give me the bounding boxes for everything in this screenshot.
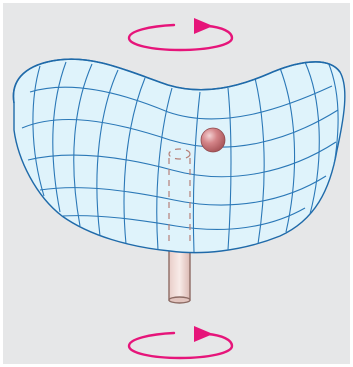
bottom-arrow-head bbox=[194, 326, 213, 342]
top-rotation-arrow bbox=[127, 18, 234, 52]
grid-line bbox=[61, 207, 306, 230]
grid-line bbox=[192, 91, 201, 253]
bowl-rim bbox=[12, 58, 341, 104]
grid-line bbox=[73, 63, 93, 227]
grid-line bbox=[32, 65, 45, 197]
bottom-rotation-arrow bbox=[127, 326, 234, 360]
bottom-arrow-loop bbox=[127, 331, 234, 360]
grid-line bbox=[21, 109, 339, 148]
top-arrow-head bbox=[194, 18, 213, 34]
grid-line bbox=[227, 87, 232, 251]
grid-line bbox=[156, 87, 173, 251]
grid-line bbox=[254, 77, 265, 245]
spindle-hidden-top bbox=[168, 148, 191, 160]
grid-line bbox=[39, 175, 327, 206]
grid-line bbox=[27, 141, 337, 178]
spindle-hidden-part bbox=[168, 148, 191, 244]
grid-line bbox=[304, 61, 320, 215]
bowl-surface bbox=[12, 58, 346, 254]
grid-line bbox=[123, 77, 146, 245]
ball bbox=[200, 127, 226, 153]
grid-line bbox=[29, 85, 333, 120]
grid-line bbox=[279, 67, 296, 233]
spindle-base bbox=[168, 296, 191, 304]
grid-line bbox=[96, 69, 119, 237]
ball-sphere bbox=[200, 127, 226, 153]
top-arrow-loop bbox=[127, 23, 234, 52]
grid-line bbox=[52, 61, 67, 213]
